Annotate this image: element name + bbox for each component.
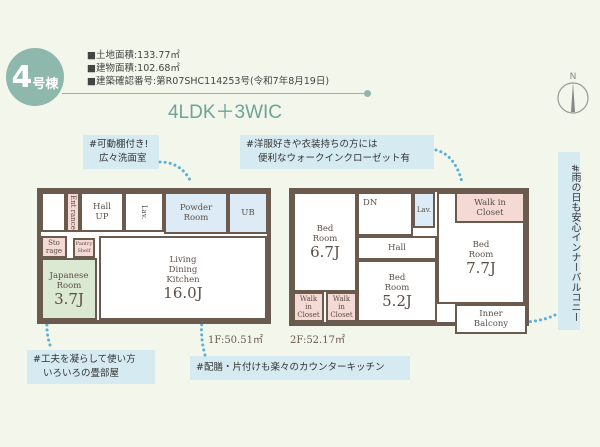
room-size: 3.7J bbox=[54, 290, 84, 308]
floor2-area: 2F:52.17㎡ bbox=[290, 335, 345, 346]
room-label: Living bbox=[169, 255, 197, 265]
room-label: Room bbox=[384, 283, 410, 293]
room-size: 7.7J bbox=[466, 259, 496, 277]
layout-type: 4LDK＋3WIC bbox=[167, 102, 283, 123]
room-label: Room bbox=[183, 213, 209, 223]
entrance-label: Ent rance bbox=[66, 192, 80, 232]
toilet-2f: Lav. bbox=[413, 192, 435, 228]
unit-bath: UB bbox=[228, 192, 268, 234]
room-label: Room bbox=[56, 281, 82, 291]
room-label: Balcony bbox=[473, 319, 509, 329]
room-size: 5.2J bbox=[382, 292, 412, 310]
room-label: Closet bbox=[476, 207, 504, 218]
room-label: Dining bbox=[168, 265, 198, 275]
toilet: Lav. bbox=[124, 192, 164, 232]
room-size: 6.7J bbox=[310, 243, 340, 261]
building-number: 4 bbox=[11, 59, 33, 95]
leader-washroom bbox=[158, 160, 192, 182]
room-label: Room bbox=[312, 234, 338, 244]
note-line: いろいろの畳部屋 bbox=[43, 368, 120, 379]
room-size: 16.0J bbox=[163, 284, 203, 302]
compass-icon: N bbox=[557, 72, 589, 114]
note-line: 広々洗面室 bbox=[99, 153, 147, 164]
stairs-2f: DN bbox=[357, 192, 413, 236]
leader-kitchen bbox=[200, 300, 207, 357]
room-label: Bed bbox=[388, 273, 406, 283]
room-label: Pantry bbox=[75, 241, 93, 247]
room-label: Hall bbox=[388, 243, 406, 253]
room-label: Room bbox=[468, 250, 494, 260]
room-label: Closet bbox=[297, 311, 320, 319]
note-japanese-room: #工夫を凝らして使い方いろいろの畳部屋 bbox=[27, 350, 155, 384]
land-area: ■土地面積:133.77㎡ bbox=[87, 50, 180, 61]
room-label: Walk bbox=[299, 295, 318, 303]
note-washroom: #可動棚付き! 広々洗面室 bbox=[83, 135, 159, 169]
room-label: in bbox=[338, 303, 345, 311]
room-label: Shelf bbox=[77, 248, 91, 254]
divider bbox=[62, 93, 367, 94]
note-line: #可動棚付き! bbox=[89, 139, 149, 150]
room-label: Kitchen bbox=[166, 275, 200, 285]
room-label: Closet bbox=[330, 311, 353, 319]
property-info: ■土地面積:133.77㎡ ■建物面積:102.68㎡ ■建築確認番号:第R07… bbox=[87, 49, 329, 88]
room-label: rage bbox=[45, 247, 63, 255]
divider-dot bbox=[364, 90, 371, 97]
room-label: Walk bbox=[332, 295, 351, 303]
note-closet: #洋服好きや衣装持ちの方には便利なウォークインクローゼット有 bbox=[240, 135, 434, 169]
note-line: 便利なウォークインクローゼット有 bbox=[258, 153, 411, 164]
room-label: Hall bbox=[93, 202, 111, 212]
confirmation-number: ■建築確認番号:第R07SHC114253号(令和7年8月19日) bbox=[87, 76, 330, 87]
room-label: in bbox=[305, 303, 312, 311]
note-balcony: #雨の日も安心インナーバルコニー bbox=[558, 152, 580, 330]
room-label: Lav. bbox=[140, 204, 148, 220]
hall-2f: Hall bbox=[357, 236, 437, 260]
room-label: Lav. bbox=[416, 206, 432, 214]
room-label: UP bbox=[95, 212, 109, 222]
room-label: Powder bbox=[179, 203, 213, 213]
room-label: Inner bbox=[479, 309, 503, 319]
room-label: Sto bbox=[48, 239, 60, 247]
room-label: UB bbox=[241, 208, 255, 218]
building-area: ■建物面積:102.68㎡ bbox=[87, 63, 180, 74]
room-label: Walk in bbox=[474, 197, 506, 208]
building-suffix: 号棟 bbox=[32, 76, 59, 92]
floor1-area: 1F:50.51㎡ bbox=[208, 335, 263, 346]
note-line: #工夫を凝らして使い方 bbox=[33, 354, 136, 365]
note-line: #洋服好きや衣装持ちの方には bbox=[246, 139, 378, 150]
room-label: Bed bbox=[316, 224, 334, 234]
note-kitchen: #配膳・片付けも楽々のカウンターキッチン bbox=[190, 356, 410, 380]
leader-closet bbox=[434, 148, 464, 184]
room-label: Bed bbox=[472, 240, 490, 250]
compass-label: N bbox=[570, 72, 577, 82]
room-label: Japanese bbox=[49, 271, 89, 281]
room-label: DN bbox=[363, 198, 378, 208]
entrance bbox=[41, 192, 66, 232]
